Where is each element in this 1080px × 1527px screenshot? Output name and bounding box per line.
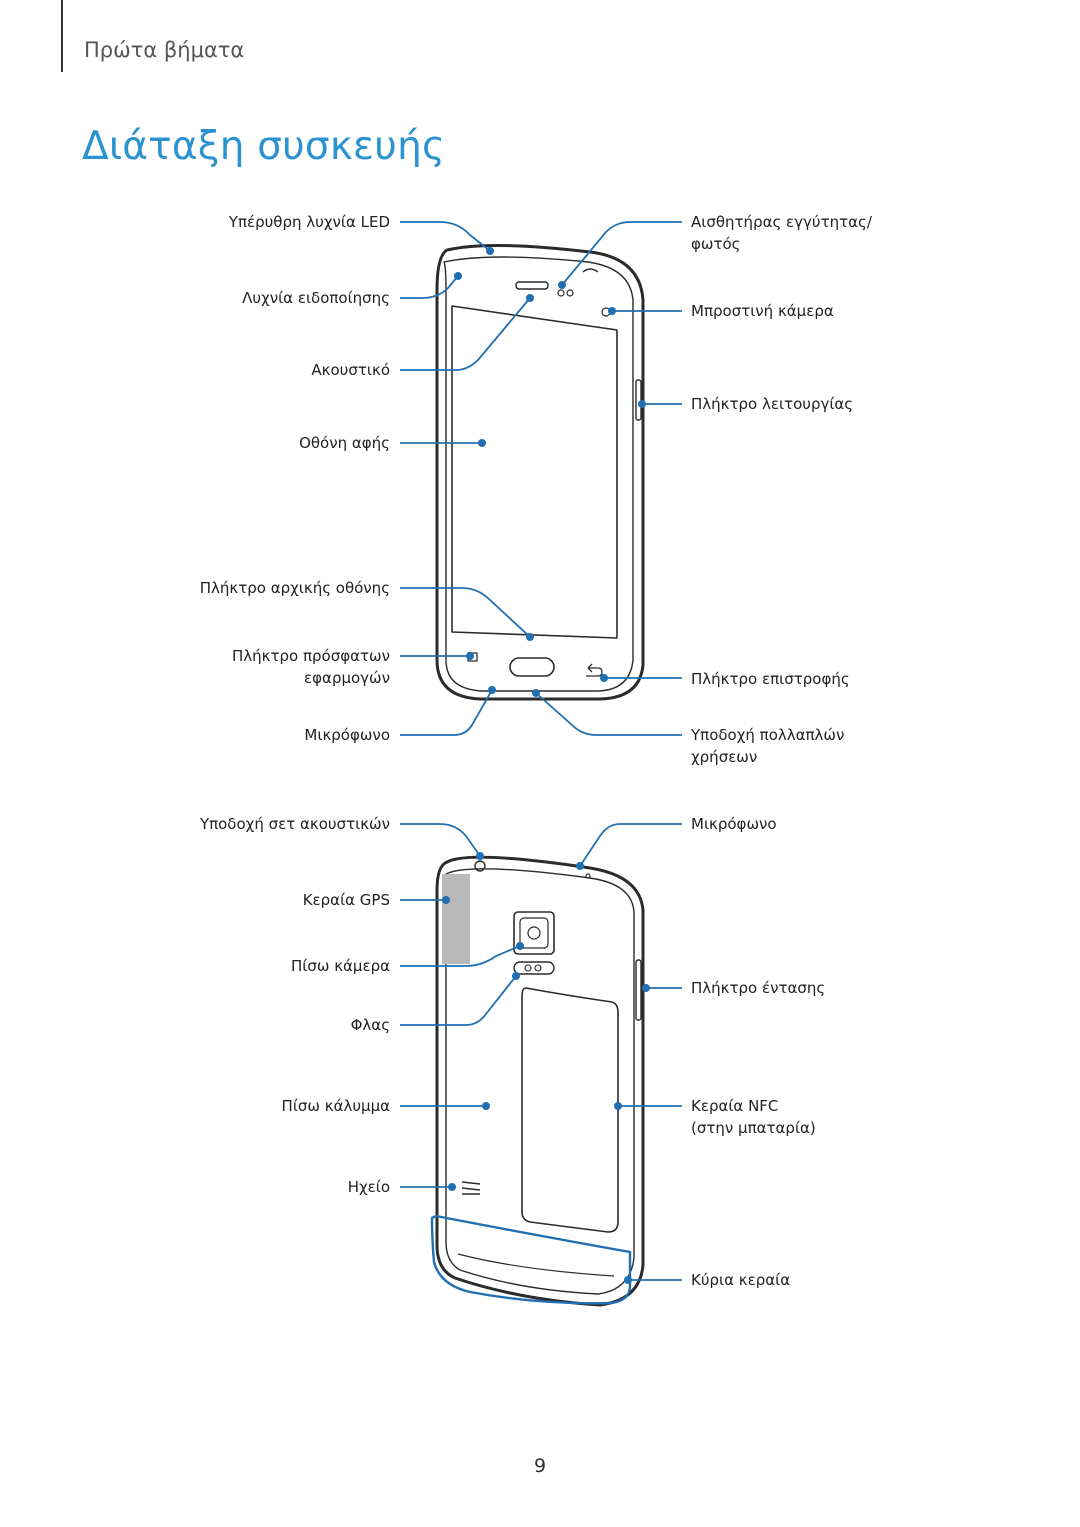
front-callouts [400, 221, 682, 736]
label-earpiece: Ακουστικό [311, 361, 390, 379]
label-multipurpose-jack: Υποδοχή πολλαπλών χρήσεων [691, 726, 845, 766]
label-main-antenna: Κύρια κεραία [691, 1271, 791, 1289]
page-number: 9 [533, 1455, 547, 1477]
back-callout-dots [442, 852, 650, 1284]
label-volume-key: Πλήκτρο έντασης [691, 979, 826, 997]
label-gps-antenna: Κεραία GPS [302, 891, 390, 909]
label-power-key: Πλήκτρο λειτουργίας [691, 395, 854, 413]
label-proximity-sensor: Αισθητήρας εγγύτητας/ φωτός [691, 213, 872, 253]
header-rule [61, 0, 63, 72]
label-nfc-antenna: Κεραία NFC (στην μπαταρία) [691, 1097, 816, 1137]
label-back-cover: Πίσω κάλυμμα [281, 1097, 390, 1115]
label-flash: Φλας [350, 1016, 390, 1034]
label-notification-led: Λυχνία ειδοποίησης [242, 289, 390, 307]
back-callouts [400, 823, 682, 1281]
section-title: Πρώτα βήματα [84, 38, 245, 62]
label-recent-apps-key: Πλήκτρο πρόσφατων εφαρμογών [232, 647, 390, 687]
label-back-microphone: Μικρόφωνο [691, 815, 777, 833]
label-rear-camera: Πίσω κάμερα [291, 957, 390, 975]
label-front-microphone: Μικρόφωνο [304, 726, 390, 744]
label-ir-led: Υπέρυθρη λυχνία LED [228, 213, 390, 231]
label-front-camera: Μπροστινή κάμερα [691, 302, 834, 320]
label-back-key: Πλήκτρο επιστροφής [691, 670, 850, 688]
label-home-key: Πλήκτρο αρχικής οθόνης [199, 579, 390, 597]
label-headset-jack: Υποδοχή σετ ακουστικών [199, 815, 390, 833]
back-device-outline [435, 855, 645, 1307]
front-callout-dots [454, 247, 646, 697]
label-speaker: Ηχείο [347, 1178, 390, 1196]
page-title: Διάταξη συσκευής [82, 124, 446, 169]
label-touchscreen: Οθόνη αφής [299, 434, 390, 452]
main-antenna-highlight [430, 1214, 632, 1305]
